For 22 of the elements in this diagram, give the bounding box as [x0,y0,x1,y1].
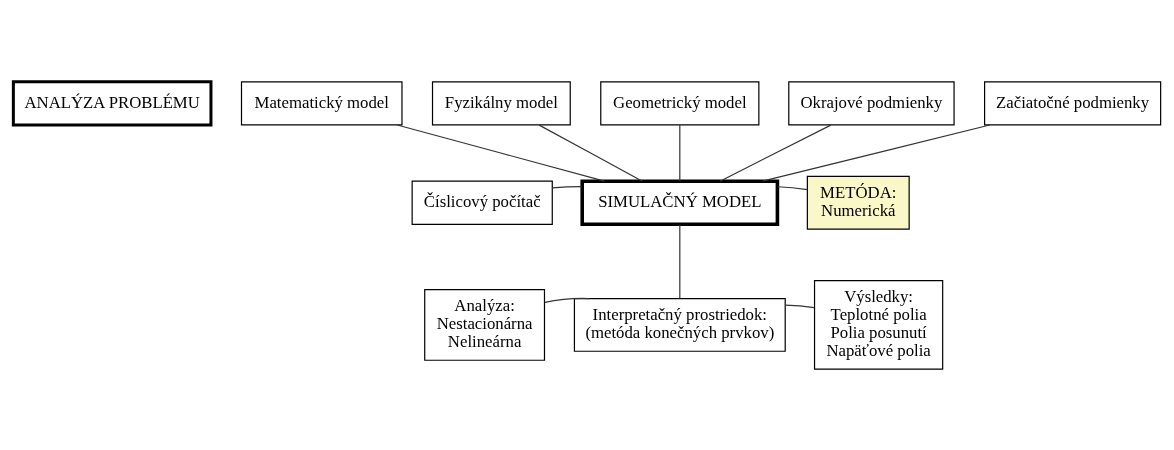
connector [551,185,583,189]
node-box: ANALÝZA PROBLÉMU [11,79,213,126]
node-box: Geometrický model [600,80,760,125]
node-box: Fyzikálny model [431,80,571,125]
connector [679,124,681,182]
connector [784,304,815,308]
node-box: Okrajové podmienky [788,80,955,125]
connector [761,123,991,182]
node-box: METÓDA: Numerická [806,175,910,230]
connector [679,223,681,299]
node-box: Číslicový počítač [411,180,553,225]
connector [396,123,605,182]
connector [719,124,832,182]
connector [777,185,808,190]
node-box: Výsledky: Teplotné polia Polia posunutí Napäťové polia [813,279,944,370]
node-box: Začiatočné podmienky [984,80,1162,125]
connector [538,124,643,182]
node-box: Matematický model [240,80,403,125]
node-box: Analýza: Nestacionárna Nelineárna [424,288,546,361]
node-box: Interpretačný prostriedok: (metóda konečných prvkov) [573,297,786,352]
node-box: SIMULAČNÝ MODEL [580,178,780,226]
connector [544,297,590,303]
